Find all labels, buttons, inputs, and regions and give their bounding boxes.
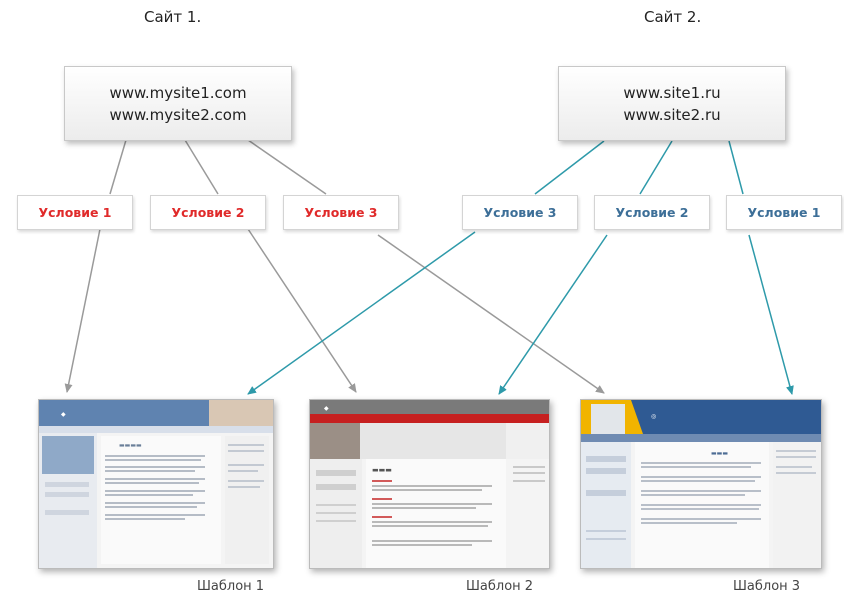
- arrow-s1-cond3-template3: [377, 234, 605, 394]
- arrow-s2-cond3-template1: [247, 231, 476, 395]
- arrow-s2-cond2-template2: [498, 234, 608, 395]
- connector-site2-cond1: [728, 140, 744, 195]
- site1-domain-2: www.mysite2.com: [109, 105, 247, 124]
- site1-domain-1: www.mysite1.com: [109, 83, 247, 102]
- connector-site1-cond3: [247, 139, 327, 195]
- template3-thumbnail: ◎ ▬▬▬: [580, 399, 822, 569]
- site1-title: Сайт 1.: [144, 8, 202, 26]
- connector-site1-cond2: [184, 139, 219, 195]
- template2-label: Шаблон 2: [466, 579, 534, 594]
- svg-text:▬▬▬: ▬▬▬: [711, 450, 728, 457]
- template1-label: Шаблон 1: [197, 579, 265, 594]
- template2-thumbnail: ◆ ▬▬▬: [309, 399, 550, 569]
- connector-site1-cond1: [109, 139, 127, 195]
- template1-thumbnail: ◆ ▬▬▬▬: [38, 399, 274, 569]
- site1-condition-1: Условие 1: [17, 195, 133, 230]
- site1-domains-box: www.mysite1.com www.mysite2.com: [64, 66, 292, 141]
- connector-site2-cond3: [534, 140, 605, 195]
- svg-text:▬▬▬▬: ▬▬▬▬: [119, 442, 142, 449]
- site2-title: Сайт 2.: [644, 8, 702, 26]
- svg-text:◎: ◎: [651, 413, 656, 420]
- arrow-s1-cond1-template1: [64, 228, 101, 393]
- arrow-s1-cond2-template2: [247, 228, 357, 393]
- svg-text:◆: ◆: [324, 405, 329, 412]
- site2-domains-box: www.site1.ru www.site2.ru: [558, 66, 786, 141]
- site1-condition-3: Условие 3: [283, 195, 399, 230]
- site2-domain-1: www.site1.ru: [623, 83, 721, 102]
- site2-domain-2: www.site2.ru: [623, 105, 721, 124]
- arrow-s2-cond1-template3: [748, 234, 794, 395]
- template3-label: Шаблон 3: [733, 579, 801, 594]
- connector-site2-cond2: [639, 140, 673, 195]
- site1-condition-2: Условие 2: [150, 195, 266, 230]
- svg-text:▬▬▬: ▬▬▬: [372, 466, 392, 474]
- svg-text:◆: ◆: [61, 411, 66, 418]
- site2-condition-2: Условие 2: [594, 195, 710, 230]
- site2-condition-1: Условие 1: [726, 195, 842, 230]
- site2-condition-3: Условие 3: [462, 195, 578, 230]
